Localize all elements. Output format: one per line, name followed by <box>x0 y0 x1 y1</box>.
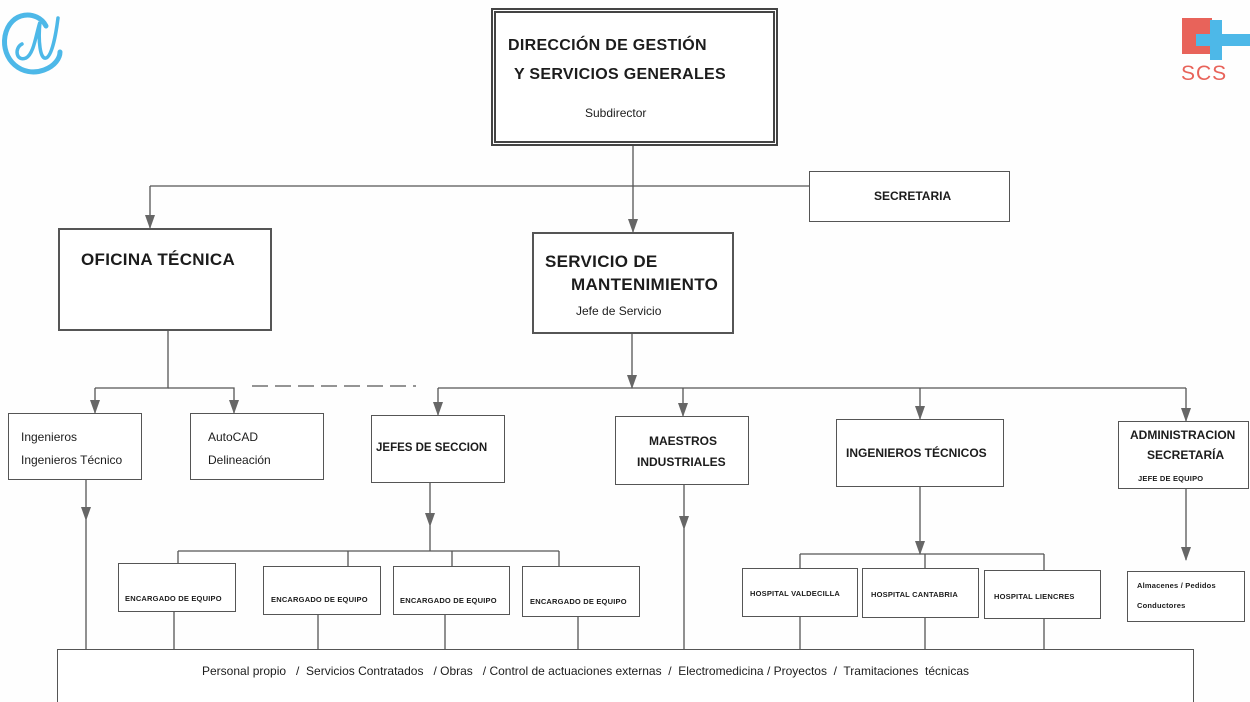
ingenieros-line1: Ingenieros <box>21 430 78 444</box>
secretaria-box: SECRETARIA <box>809 171 1010 222</box>
maestros-box: MAESTROS INDUSTRIALES <box>615 416 749 485</box>
signature-circle-logo-icon <box>2 12 63 75</box>
jefes-seccion-box: JEFES DE SECCION <box>371 415 505 483</box>
administracion-box: ADMINISTRACION SECRETARÍA JEFE DE EQUIPO <box>1118 421 1249 489</box>
encargado-equipo-label: ENCARGADO DE EQUIPO <box>400 596 497 605</box>
almacenes-box: Almacenes / Pedidos Conductores <box>1127 571 1245 622</box>
right-logo: SCS <box>1180 16 1250 88</box>
encargado-equipo-label: ENCARGADO DE EQUIPO <box>125 594 222 603</box>
left-logo <box>0 4 64 80</box>
ingenieros-tecnicos-label: INGENIEROS TÉCNICOS <box>846 446 987 460</box>
scs-logo-text: SCS <box>1181 62 1228 85</box>
direccion-title-line2: Y SERVICIOS GENERALES <box>514 66 726 83</box>
encargado-equipo-box: ENCARGADO DE EQUIPO <box>522 566 640 617</box>
hospital-label: HOSPITAL LIENCRES <box>994 592 1075 601</box>
almacenes-line1: Almacenes / Pedidos <box>1137 581 1216 590</box>
connector <box>95 331 169 389</box>
encargado-equipo-box: ENCARGADO DE EQUIPO <box>118 563 236 612</box>
ingenieros-line2: Ingenieros Técnico <box>21 453 123 467</box>
bottom-bar: Personal propio / Servicios Contratados … <box>57 649 1194 702</box>
hospital-box: HOSPITAL CANTABRIA <box>862 568 979 618</box>
administracion-line1: ADMINISTRACION <box>1130 428 1236 442</box>
health-cross-logo-icon <box>1182 18 1250 60</box>
hospital-box: HOSPITAL VALDECILLA <box>742 568 858 617</box>
jefe-servicio-label: Jefe de Servicio <box>576 304 662 318</box>
encargado-equipo-label: ENCARGADO DE EQUIPO <box>530 597 627 606</box>
subdirector-label: Subdirector <box>585 106 647 120</box>
jefe-equipo-label: JEFE DE EQUIPO <box>1138 474 1204 483</box>
servicio-title-line2: MANTENIMIENTO <box>571 275 719 294</box>
secretaria-label: SECRETARIA <box>874 189 952 203</box>
autocad-line1: AutoCAD <box>208 430 259 444</box>
servicio-mantenimiento-box: SERVICIO DE MANTENIMIENTO Jefe de Servic… <box>532 232 734 334</box>
direccion-gestion-box: DIRECCIÓN DE GESTIÓN Y SERVICIOS GENERAL… <box>491 8 778 146</box>
connector <box>177 551 560 566</box>
direccion-title-line1: DIRECCIÓN DE GESTIÓN <box>508 37 707 54</box>
servicio-title-line1: SERVICIO DE <box>545 252 658 271</box>
hospital-label: HOSPITAL CANTABRIA <box>871 590 958 599</box>
connector <box>173 612 579 651</box>
hospital-label: HOSPITAL VALDECILLA <box>750 589 841 598</box>
autocad-line2: Delineación <box>208 453 271 467</box>
almacenes-line2: Conductores <box>1137 601 1186 610</box>
connector <box>799 554 1045 570</box>
encargado-equipo-box: ENCARGADO DE EQUIPO <box>263 566 381 615</box>
oficina-tecnica-box: OFICINA TÉCNICA <box>58 228 272 331</box>
encargado-equipo-label: ENCARGADO DE EQUIPO <box>271 595 368 604</box>
maestros-line1: MAESTROS <box>649 434 718 448</box>
connector <box>168 387 239 414</box>
maestros-line2: INDUSTRIALES <box>637 455 726 469</box>
administracion-line2: SECRETARÍA <box>1147 448 1225 462</box>
ingenieros-box: Ingenieros Ingenieros Técnico <box>8 413 142 480</box>
bottom-bar-text: Personal propio / Servicios Contratados … <box>202 664 970 678</box>
jefes-seccion-label: JEFES DE SECCION <box>376 442 488 454</box>
oficina-tecnica-title: OFICINA TÉCNICA <box>81 250 236 269</box>
hospital-box: HOSPITAL LIENCRES <box>984 570 1101 619</box>
ingenieros-tecnicos-box: INGENIEROS TÉCNICOS <box>836 419 1004 487</box>
autocad-box: AutoCAD Delineación <box>190 413 324 480</box>
encargado-equipo-box: ENCARGADO DE EQUIPO <box>393 566 510 615</box>
